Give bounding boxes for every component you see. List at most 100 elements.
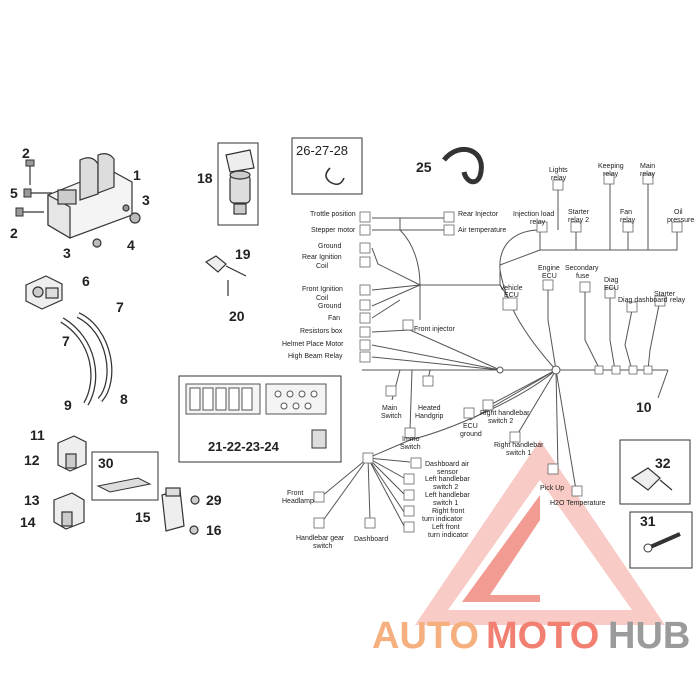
ref-6: 6 (82, 273, 90, 289)
nut-29 (190, 495, 200, 505)
ref-11: 11 (30, 427, 45, 443)
part-relay-13-14 (53, 492, 85, 530)
label-ground-2: Ground (318, 303, 341, 310)
ref-18: 18 (197, 170, 213, 186)
ref-32: 32 (655, 455, 671, 471)
ref-4: 4 (127, 237, 135, 253)
label-diag-ecu-1: Diag (604, 277, 619, 284)
label-right-handlebar-switch2-1: Right handlebar (480, 410, 530, 417)
frame-18 (217, 142, 259, 226)
label-left-front-turn-1: Left front (432, 524, 460, 531)
frame-21-24 (178, 375, 342, 463)
strap-31 (647, 532, 681, 550)
frame-30 (91, 451, 159, 501)
watermark-text-auto: AUTO (372, 615, 479, 657)
label-dashboard-air-sensor-2: sensor (437, 469, 459, 476)
label-resistors-box: Resistors box (300, 328, 343, 335)
label-high-beam-relay: High Beam Relay (288, 353, 343, 360)
frame-32 (619, 439, 691, 505)
ref-5: 5 (10, 185, 18, 201)
part-relay-11-12 (57, 435, 87, 472)
ref-20: 20 (229, 308, 245, 324)
ref-19: 19 (235, 246, 251, 262)
label-main-relay-2: relay (640, 171, 656, 178)
ref-12: 12 (24, 452, 40, 468)
label-starter-relay-2: relay (670, 297, 686, 304)
label-air-temperature: Air temperature (458, 227, 506, 234)
label-right-front-turn-2: turn indicator (422, 516, 463, 523)
watermark-text-moto: MOTO (486, 615, 599, 657)
label-starter-relay2-1: Starter (568, 209, 590, 216)
label-immo-switch-1: Immo (402, 436, 420, 443)
label-left-front-turn-2: turn indicator (428, 532, 469, 539)
ref-8: 8 (120, 391, 128, 407)
label-injection-load-relay-1: Injection load (513, 211, 554, 218)
label-secondary-fuse-1: Secondary (565, 265, 599, 272)
label-main-relay-1: Main (640, 163, 655, 170)
screw-16 (189, 525, 199, 535)
ref-1: 1 (133, 167, 141, 183)
label-main-switch-1: Main (382, 405, 397, 412)
label-throttle-position: Trottle position (310, 211, 356, 218)
frame-31 (629, 511, 693, 569)
label-diag-ecu-2: ECU (604, 285, 619, 292)
label-lights-relay-1: Lights (549, 167, 568, 174)
label-keeping-relay-2: relay (603, 171, 619, 178)
fuse-block (185, 383, 261, 415)
label-helmet-place-motor: Helmet Place Motor (282, 341, 344, 348)
ref-2b: 2 (10, 225, 18, 241)
label-right-handlebar-switch1-2: switch 1 (506, 450, 531, 457)
ref-25: 25 (416, 159, 432, 175)
clip-26 (325, 167, 345, 186)
label-left-handlebar-switch2-1: Left handlebar (425, 476, 470, 483)
label-main-switch-2: Switch (381, 413, 402, 420)
label-vehicle-ecu-2: ECU (504, 292, 519, 299)
ref-16: 16 (206, 522, 222, 538)
screw-5 (23, 188, 52, 198)
ref-14: 14 (20, 514, 36, 530)
frame-26-27-28 (291, 137, 363, 195)
label-rear-injector: Rear Injector (458, 211, 499, 218)
label-immo-switch-2: Switch (400, 444, 421, 451)
label-handlebar-gear-switch-2: switch (313, 543, 333, 550)
label-left-handlebar-switch1-1: Left handlebar (425, 492, 470, 499)
ref-15: 15 (135, 509, 151, 525)
pad-30 (96, 477, 152, 493)
harness-lines (321, 180, 678, 527)
part-sensor-19 (204, 255, 247, 296)
label-starter-relay-1: Starter (654, 291, 676, 298)
label-front-ignition-coil-1: Front Ignition (302, 286, 343, 293)
ref-29: 29 (206, 492, 222, 508)
grommet-25 (442, 147, 484, 185)
label-front-injector: Front injector (414, 326, 456, 333)
label-rear-ignition-coil-1: Rear Ignition (302, 254, 342, 261)
label-dashboard: Dashboard (354, 536, 388, 543)
ref-26-27-28: 26-27-28 (296, 143, 348, 158)
screw-2a (25, 159, 35, 185)
label-right-handlebar-switch2-2: switch 2 (488, 418, 513, 425)
label-front-headlamp-2: Headlamp (282, 498, 314, 505)
label-fan-relay-1: Fan (620, 209, 632, 216)
label-pick-up: Pick Up (540, 485, 564, 492)
label-left-handlebar-switch1-2: switch 1 (433, 500, 458, 507)
label-ecu-ground-2: ground (460, 431, 482, 438)
strap-31-ring (643, 543, 653, 553)
label-secondary-fuse-2: fuse (576, 273, 589, 280)
label-diag-dashboard: Diag dashboard (618, 297, 668, 304)
watermark-logo: AUTO MOTO HUB (372, 440, 690, 657)
ref-21-24: 21-22-23-24 (208, 439, 280, 454)
label-dashboard-air-sensor-1: Dashboard air (425, 461, 470, 468)
label-ecu-ground-1: ECU (463, 423, 478, 430)
ref-13: 13 (24, 492, 40, 508)
label-starter-relay2-2: relay 2 (568, 217, 589, 224)
watermark-text-hub: HUB (608, 615, 690, 657)
label-lights-relay-2: relay (551, 175, 567, 182)
ref-2a: 2 (22, 145, 30, 161)
label-front-ignition-coil-2: Coil (316, 295, 329, 302)
label-stepper-motor: Stepper motor (311, 227, 356, 234)
label-heated-handgrip-1: Heated (418, 405, 441, 412)
part-fuse-holder (47, 153, 141, 248)
screw-2b (15, 207, 44, 217)
label-front-headlamp-1: Front (287, 490, 303, 497)
